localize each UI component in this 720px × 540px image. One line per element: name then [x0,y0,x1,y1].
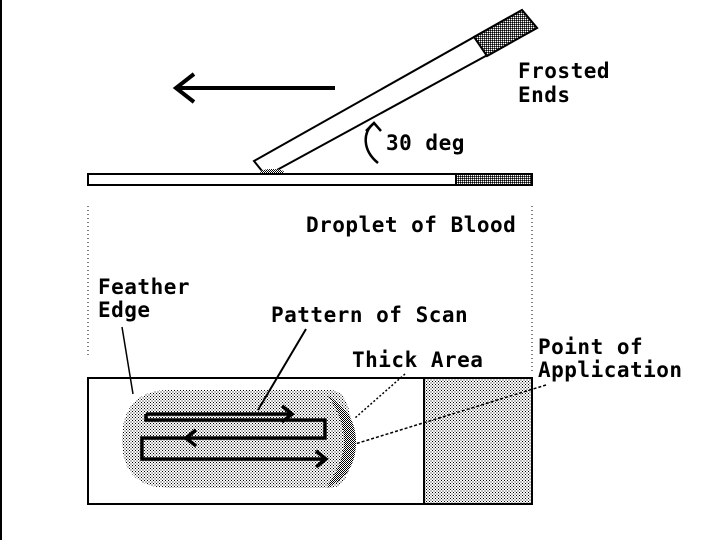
thick-area [326,396,356,488]
direction-arrow [172,72,335,104]
left-border-line [0,0,2,540]
thick-area-leader [354,373,406,419]
angle-label: 30 deg [386,131,465,155]
point-of-application-label-line1: Point of [538,335,644,359]
point-of-application-label-line2: Application [538,358,683,382]
thick-area-label: Thick Area [352,348,484,372]
frosted-ends-label-line2: Ends [518,83,571,107]
pattern-of-scan-label: Pattern of Scan [271,303,469,327]
pattern-of-scan-leader [257,328,307,411]
feather-edge-label-line1: Feather [98,275,191,299]
feather-edge-label-line2: Edge [98,298,151,322]
droplet-label: Droplet of Blood [306,213,517,237]
frosted-ends-label-line1: Frosted [518,59,611,83]
scan-pattern [140,404,329,469]
point-of-application-leader [354,384,547,445]
base-slide-side-view [87,173,533,186]
angle-arc-arrowhead [365,121,382,132]
feather-edge-leader [121,326,134,395]
